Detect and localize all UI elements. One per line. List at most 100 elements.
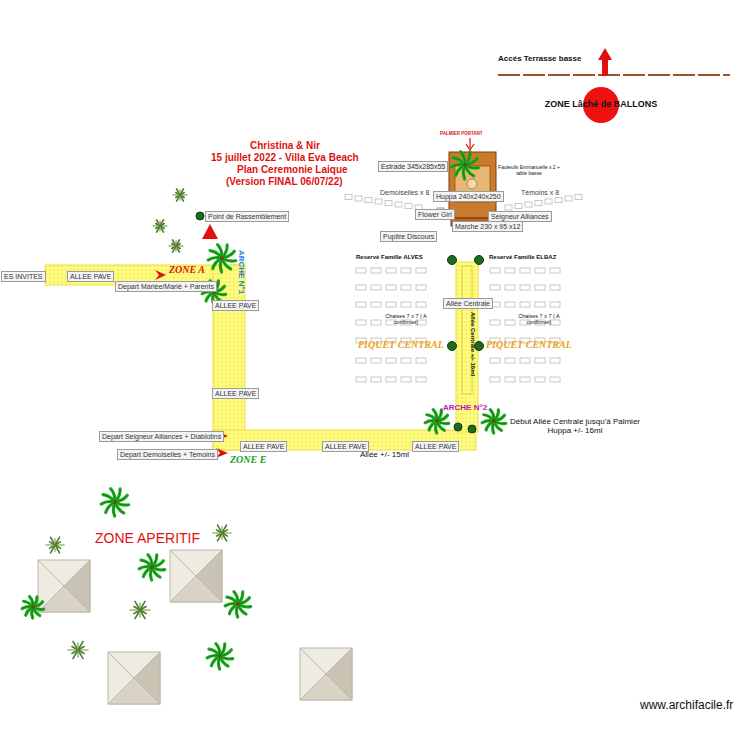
- chair: [520, 377, 530, 382]
- box-label: Marche 230 x 95 x12: [455, 222, 520, 231]
- chair: [535, 201, 542, 206]
- chair: [545, 199, 552, 204]
- plan-subtitle: 15 juillet 2022 - Villa Eva Beach: [211, 152, 359, 164]
- chair: [565, 196, 572, 201]
- box-label: Flower Girl: [418, 210, 452, 219]
- chair: [555, 198, 562, 203]
- chair: [356, 320, 366, 325]
- label-box: Point de Rassemblement: [205, 211, 289, 222]
- chair: [550, 285, 560, 290]
- chair: [535, 285, 545, 290]
- chair: [550, 302, 560, 307]
- access-arrow: [598, 48, 612, 76]
- chair: [535, 377, 545, 382]
- group-label: Témoins x 8: [521, 189, 559, 197]
- chair: [490, 320, 500, 325]
- stake-label: PIQUET CENTRAL: [358, 339, 444, 351]
- palm-tree: [139, 555, 165, 580]
- chair: [416, 268, 426, 273]
- chair: [386, 285, 396, 290]
- label-box: Estrade 345x285x55: [378, 161, 448, 172]
- label-box: ALLEE PAVE: [67, 271, 114, 282]
- chair: [490, 268, 500, 273]
- chair: [490, 377, 500, 382]
- stage-platform: [449, 152, 496, 218]
- palm-tree: [208, 245, 236, 272]
- palm-tree: [207, 644, 233, 669]
- aisle-label: Allée Centrale +/- 16ml: [469, 312, 476, 376]
- label-box: Seigneur Alliances: [488, 211, 552, 222]
- terrace-limit: [498, 74, 730, 76]
- chair: [505, 377, 515, 382]
- chair: [550, 268, 560, 273]
- stake-label: PIQUET CENTRAL: [486, 339, 572, 351]
- chairs: [345, 195, 582, 383]
- zone-name: ZONE E: [230, 454, 266, 466]
- box-label: Huppa 240x240x250: [436, 192, 501, 201]
- label-box: ALLEE PAVE: [240, 441, 287, 452]
- box-label: ES INVITES: [4, 272, 43, 281]
- box-label: ALLEE PAVE: [415, 442, 456, 451]
- reserved-label: Reservé Famille ELBAZ: [489, 254, 556, 261]
- palm-tree: [482, 410, 506, 433]
- chair: [525, 202, 532, 207]
- box-label: Depart Mariée/Marié + Parents: [118, 282, 214, 291]
- palm-tree: [451, 152, 479, 179]
- seat-note: Fauteuils Emmanuelle x 2 + table basse: [498, 165, 560, 177]
- chair: [375, 199, 382, 204]
- chair: [386, 377, 396, 382]
- label-box: Depart Demoiselles + Temoins: [117, 449, 218, 460]
- chair: [490, 358, 500, 363]
- arch-label: ARCHE N°2: [443, 403, 487, 412]
- label-box: ALLEE PAVE: [212, 300, 259, 311]
- chair: [416, 302, 426, 307]
- palms: [22, 152, 506, 669]
- chair: [371, 302, 381, 307]
- chair: [385, 201, 392, 206]
- zone-name: ZONE Lâché de BALLONS: [540, 99, 662, 109]
- chair: [386, 358, 396, 363]
- watermark: www.archifacile.fr: [640, 699, 733, 713]
- label-box: Flower Girl: [415, 209, 455, 220]
- zone-name: ZONE A: [169, 264, 205, 276]
- chair: [505, 268, 515, 273]
- chair: [371, 320, 381, 325]
- plant: [169, 240, 183, 252]
- chair: [505, 285, 515, 290]
- plant: [130, 601, 150, 618]
- box-label: ALLEE PAVE: [215, 301, 256, 310]
- chair: [401, 302, 411, 307]
- chair: [386, 268, 396, 273]
- chair: [505, 320, 515, 325]
- label-box: ALLEE PAVE: [412, 441, 459, 452]
- zone-name: ZONE APERITIF: [95, 530, 200, 546]
- box-label: Seigneur Alliances: [491, 212, 549, 221]
- chair: [505, 302, 515, 307]
- box-label: Allée Centrale: [446, 299, 490, 308]
- chair: [356, 358, 366, 363]
- plant: [213, 525, 231, 541]
- chair: [356, 302, 366, 307]
- chair: [356, 377, 366, 382]
- label-box: Depart Mariée/Marié + Parents: [115, 281, 217, 292]
- box-label: Pupitre Discours: [383, 232, 434, 241]
- chair: [575, 195, 582, 200]
- length-note: Allée +/- 15ml: [360, 450, 409, 459]
- meeting-point: [202, 224, 218, 239]
- chair: [550, 377, 560, 382]
- chair: [520, 302, 530, 307]
- plan-subtitle: Plan Ceremonie Laique: [237, 164, 348, 176]
- group-label: Demoiselles x 8: [380, 189, 429, 197]
- chair: [386, 302, 396, 307]
- chairs-note: Chaises 7 x 7 ( A confirmer): [517, 313, 561, 326]
- chair: [490, 285, 500, 290]
- plan-subtitle: (Version FINAL 06/07/22): [226, 176, 343, 188]
- chair: [520, 285, 530, 290]
- access-label: Accés Terrasse basse: [498, 54, 581, 63]
- chair: [520, 358, 530, 363]
- chair: [416, 285, 426, 290]
- label-box: Depart Seigneur Alliances + Diablotins: [99, 431, 224, 442]
- box-label: Depart Seigneur Alliances + Diablotins: [102, 432, 221, 441]
- box-label: Point de Rassemblement: [208, 212, 286, 221]
